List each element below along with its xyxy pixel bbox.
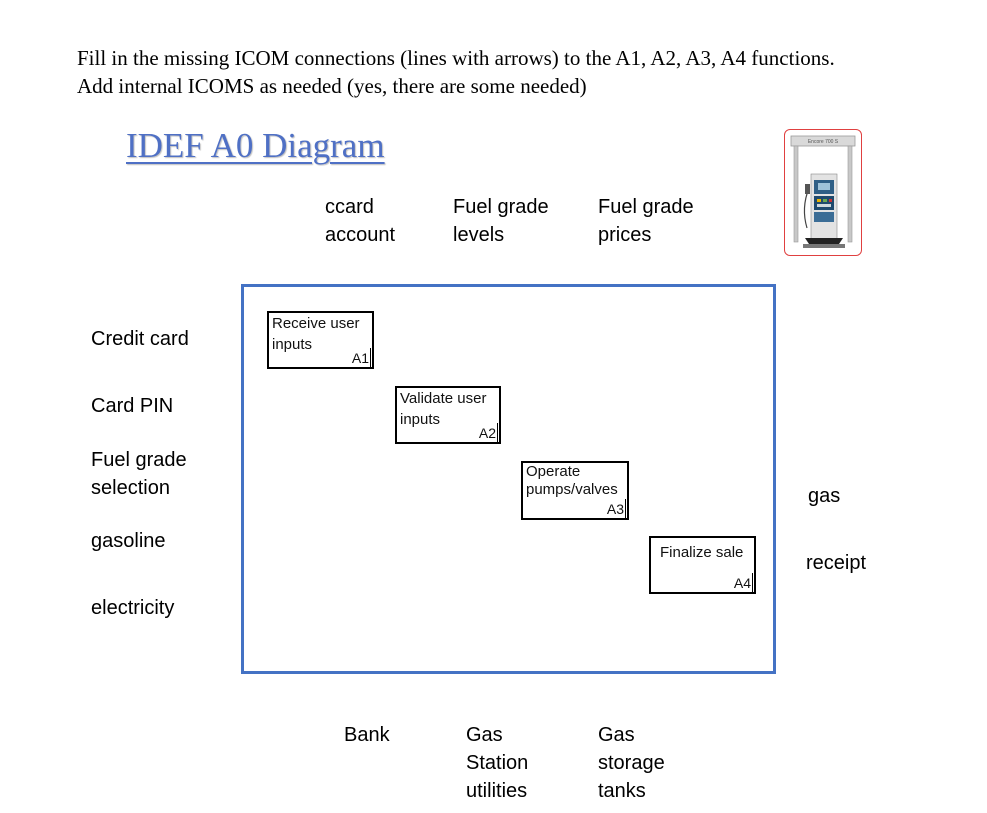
a0-boundary [241,284,776,674]
function-box-a2: Validate user inputs A2 [395,386,501,444]
control-ccard-account: ccard account [325,196,396,246]
mechanism-gas-storage-tanks: Gas storage tanks [598,724,665,802]
control-fuel-grade-levels: Fuel grade levels [453,196,549,246]
input-card-pin: Card PIN [91,395,174,417]
function-name: Finalize sale [660,544,744,561]
function-code: A1 [352,348,371,369]
diagram-title: IDEF A0 Diagram [126,126,385,165]
instructions: Fill in the missing ICOM connections (li… [77,44,957,100]
mechanism-bank: Bank [344,724,390,746]
input-fuel-grade-selection: Fuel grade selection [91,449,187,499]
function-code: A4 [734,573,753,594]
pump-brand-text: Encore 700 S [808,139,839,145]
output-receipt: receipt [806,552,867,574]
gas-pump-icon: Encore 700 S [790,135,856,248]
mechanism-gas-station-utilities: Gas Station utilities [466,724,529,802]
function-box-a4: Finalize sale A4 [649,536,756,594]
control-fuel-grade-prices: Fuel grade prices [598,196,694,246]
instruction-line-1: Fill in the missing ICOM connections (li… [77,46,835,70]
function-code: A2 [479,423,498,444]
instruction-line-2: Add internal ICOMS as needed (yes, there… [77,74,587,98]
function-box-a3: Operate pumps/valves A3 [521,461,629,520]
function-name: Operate pumps/valves [526,463,618,498]
gas-pump-picture: Encore 700 S [784,129,862,256]
function-name: Validate user inputs [400,390,487,428]
function-box-a1: Receive user inputs A1 [267,311,374,369]
output-gas: gas [808,485,841,507]
function-code: A3 [607,499,626,520]
input-electricity: electricity [91,597,175,619]
function-name: Receive user inputs [272,315,360,353]
input-gasoline: gasoline [91,530,166,552]
input-credit-card: Credit card [91,328,189,350]
